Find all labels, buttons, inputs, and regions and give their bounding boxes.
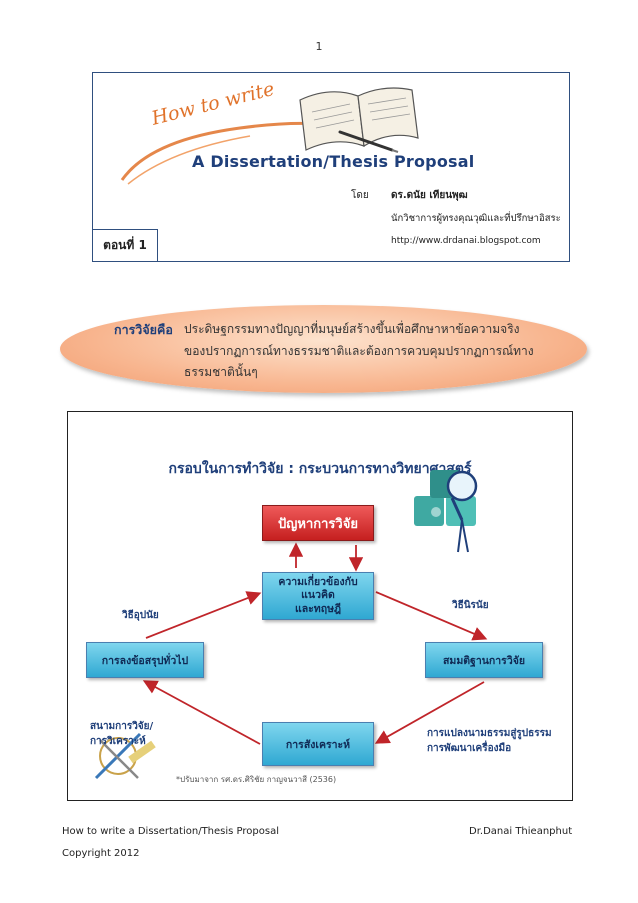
- label-field-analysis-line: สนามการวิจัย/: [90, 721, 154, 732]
- proposal-title: A Dissertation/Thesis Proposal: [192, 152, 475, 171]
- footer-document-title: How to write a Dissertation/Thesis Propo…: [62, 826, 279, 837]
- definition-term: การวิจัยคือ: [114, 322, 173, 337]
- episode-label: ตอนที่ 1: [92, 229, 158, 262]
- arrow-conclusion-to-literature: [145, 591, 262, 639]
- box-research-hypothesis: สมมติฐานการวิจัย: [425, 642, 543, 678]
- pen-icon: [338, 130, 399, 153]
- box-general-conclusion: การลงข้อสรุปทั่วไป: [86, 642, 204, 678]
- arrow-hypothesis-to-synthesis: [374, 681, 485, 744]
- arrow-literature-to-hypothesis: [375, 591, 488, 641]
- definition-line: ประดิษฐกรรมทางปัญญาที่มนุษย์สร้างขึ้นเพื…: [184, 322, 520, 336]
- page-number: 1: [315, 40, 323, 53]
- box-literature-line: ความเกี่ยวข้องกับแนวคิด: [278, 575, 358, 602]
- open-book-icon: [299, 87, 419, 151]
- label-operationalization: การแปลงนามธรรมสู่รูปธรรม การพัฒนาเครื่อง…: [427, 727, 552, 756]
- diagram-source-note: *ปรับมาจาก รศ.ดร.ศิริชัย กาญจนวาสี (2536…: [176, 775, 337, 784]
- definition-oval: [60, 305, 587, 393]
- label-operationalization-line: การพัฒนาเครื่องมือ: [427, 742, 512, 754]
- swoosh-decoration-thin: [127, 135, 251, 185]
- title-graphics: [120, 87, 419, 185]
- footer-copyright: Copyright 2012: [62, 848, 140, 859]
- author-role: นักวิชาการผู้ทรงคุณวุฒิและที่ปรึกษาอิสระ: [391, 213, 561, 224]
- label-field-analysis-line: การวิเคราะห์: [90, 735, 146, 747]
- definition-line: ธรรมชาตินั้นๆ: [184, 365, 258, 379]
- puzzle-magnifier-icon: [414, 470, 478, 553]
- author-name: ดร.ดนัย เทียนพุฒ: [391, 190, 468, 201]
- diagram-frame: [67, 411, 573, 801]
- author-label: โดย: [351, 190, 369, 201]
- box-research-problem: ปัญหาการวิจัย: [262, 505, 374, 541]
- label-deduction: วิธีนิรนัย: [452, 600, 489, 611]
- box-synthesis: การสังเคราะห์: [262, 722, 374, 766]
- definition-line: ของปรากฏการณ์ทางธรรมชาติและต้องการควบคุม…: [184, 344, 534, 358]
- arrow-synthesis-to-conclusion: [142, 680, 261, 745]
- drafting-tools-icon: [94, 732, 156, 780]
- label-operationalization-line: การแปลงนามธรรมสู่รูปธรรม: [427, 728, 552, 739]
- author-url-link[interactable]: http://www.drdanai.blogspot.com: [391, 236, 541, 246]
- box-literature-line: และทฤษฎี: [294, 602, 342, 615]
- label-field-analysis: สนามการวิจัย/ การวิเคราะห์: [90, 720, 153, 749]
- box-literature-theory: ความเกี่ยวข้องกับแนวคิด และทฤษฎี: [262, 572, 374, 620]
- footer-author: Dr.Danai Thieanphut: [469, 826, 573, 837]
- diagram-title: กรอบในการทำวิจัย : กระบวนการทางวิทยาศาสต…: [168, 461, 472, 477]
- label-induction: วิธีอุปนัย: [122, 610, 159, 621]
- title-box: [92, 72, 570, 262]
